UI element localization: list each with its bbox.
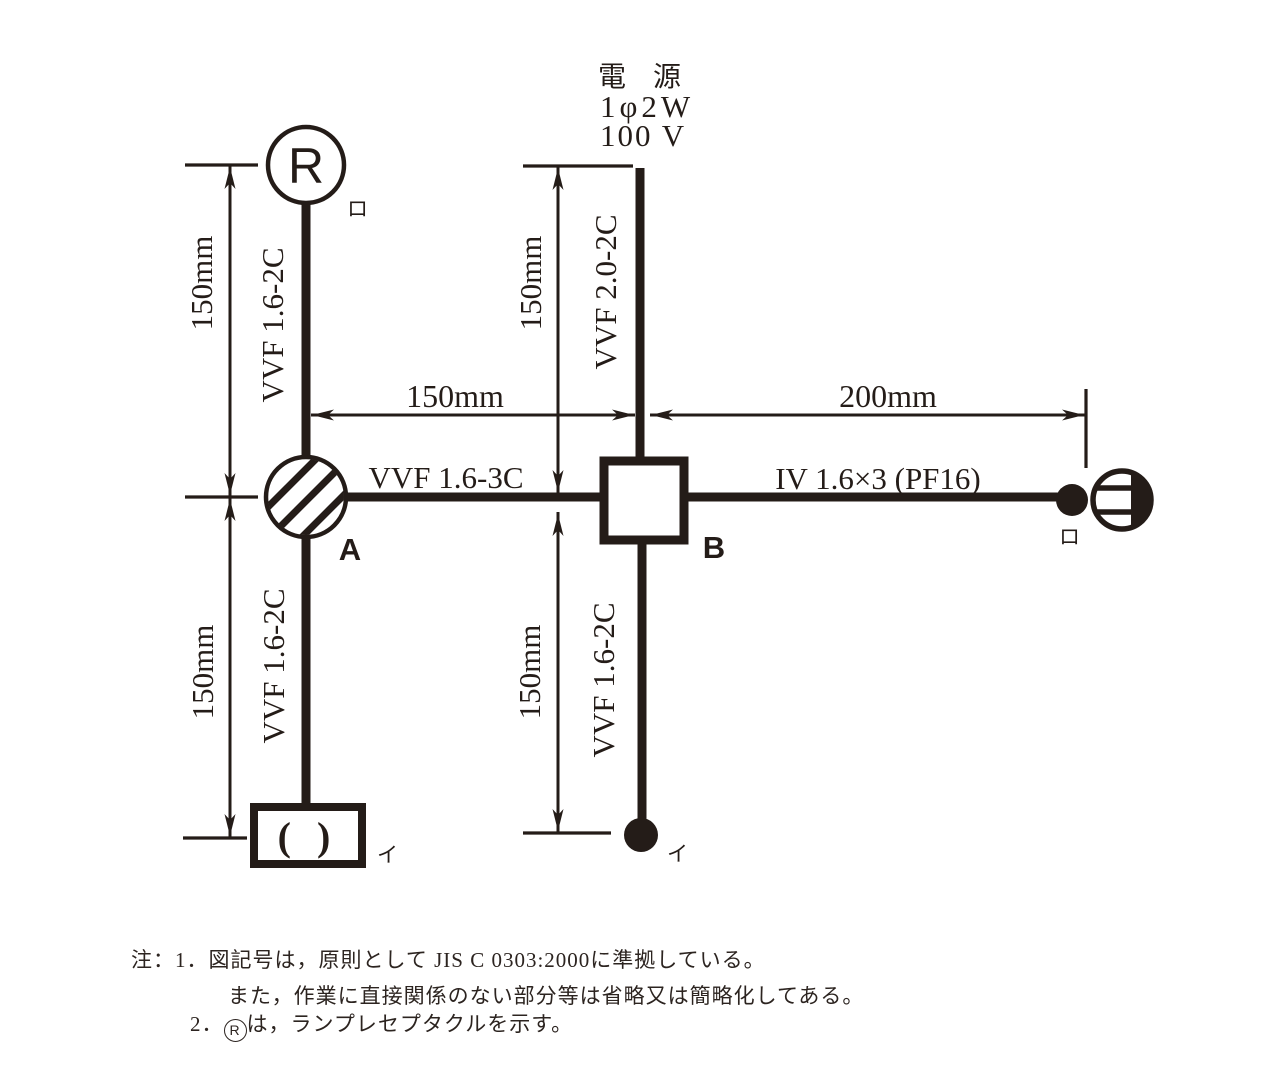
conduit-end-dot — [1056, 484, 1088, 516]
cable-label-source-to-b: VVF 2.0-2C — [588, 214, 623, 369]
circuit-label-i-switch: イ — [667, 843, 688, 866]
switch-symbol — [624, 818, 658, 852]
dim-arrow-up — [552, 168, 564, 190]
dim-label-receptacle-to-a: 150mm — [184, 236, 219, 331]
note-3-suffix: は，ランプレセプタクルを示す。 — [246, 1012, 574, 1036]
lamp-receptacle-letter: R — [288, 138, 324, 194]
dim-arrow-up — [224, 499, 236, 521]
circled-r-icon: R — [223, 1018, 247, 1042]
dim-label-a-to-ceiling-rose: 150mm — [185, 625, 220, 720]
dim-arrow-down — [224, 814, 236, 836]
dim-arrow-down — [224, 473, 236, 495]
joint-box-a-hatching — [268, 459, 344, 535]
cable-label-b-to-switch: VVF 1.6-2C — [586, 602, 621, 757]
dim-arrow-down — [552, 470, 564, 492]
dim-arrow-left — [651, 409, 673, 421]
power-source-phase: 1φ2W — [600, 89, 694, 124]
note-line-2: また，作業に直接関係のない部分等は省略又は簡略化してある。 — [228, 984, 865, 1008]
lamp-receptacle-symbol — [265, 124, 347, 206]
dim-arrow-left — [312, 409, 334, 421]
ceiling-rose-glyph: ( ) — [278, 814, 339, 859]
dim-label-source-to-line: 150mm — [513, 236, 548, 331]
outlet-box-b-label: B — [703, 530, 725, 565]
power-source-voltage: 100 V — [600, 118, 686, 153]
dim-label-b-to-outlet: 200mm — [839, 378, 937, 414]
dim-arrow-up — [224, 167, 236, 189]
outlet-box-b-symbol — [599, 456, 689, 545]
dim-label-line-to-switch: 150mm — [512, 625, 547, 720]
dim-arrow-right — [612, 409, 634, 421]
note-3-prefix: 2． — [190, 1012, 224, 1036]
dim-arrow-right — [1062, 409, 1084, 421]
dim-arrow-up — [552, 514, 564, 536]
cable-label-a-to-b: VVF 1.6-3C — [368, 460, 523, 495]
circuit-label-ro-outlet: ロ — [1059, 526, 1080, 549]
joint-box-a-label: A — [339, 532, 361, 567]
cable-label-a-to-ceiling-rose: VVF 1.6-2C — [256, 588, 291, 743]
dim-arrow-down — [552, 809, 564, 831]
note-line-1: 注：1．図記号は，原則として JIS C 0303:2000に準拠している。 — [131, 948, 766, 972]
cable-label-b-to-outlet: IV 1.6×3 (PF16) — [775, 461, 981, 496]
dim-label-a-to-b: 150mm — [406, 378, 504, 414]
circuit-label-ro-receptacle: ロ — [347, 198, 368, 221]
power-source-title: 電 源 — [598, 62, 691, 93]
circuit-label-i-ceiling: イ — [377, 844, 398, 867]
cable-label-receptacle-to-a: VVF 1.6-2C — [255, 247, 290, 402]
ceiling-rose-symbol — [250, 803, 366, 868]
outlet-wall-fill — [1131, 472, 1152, 528]
